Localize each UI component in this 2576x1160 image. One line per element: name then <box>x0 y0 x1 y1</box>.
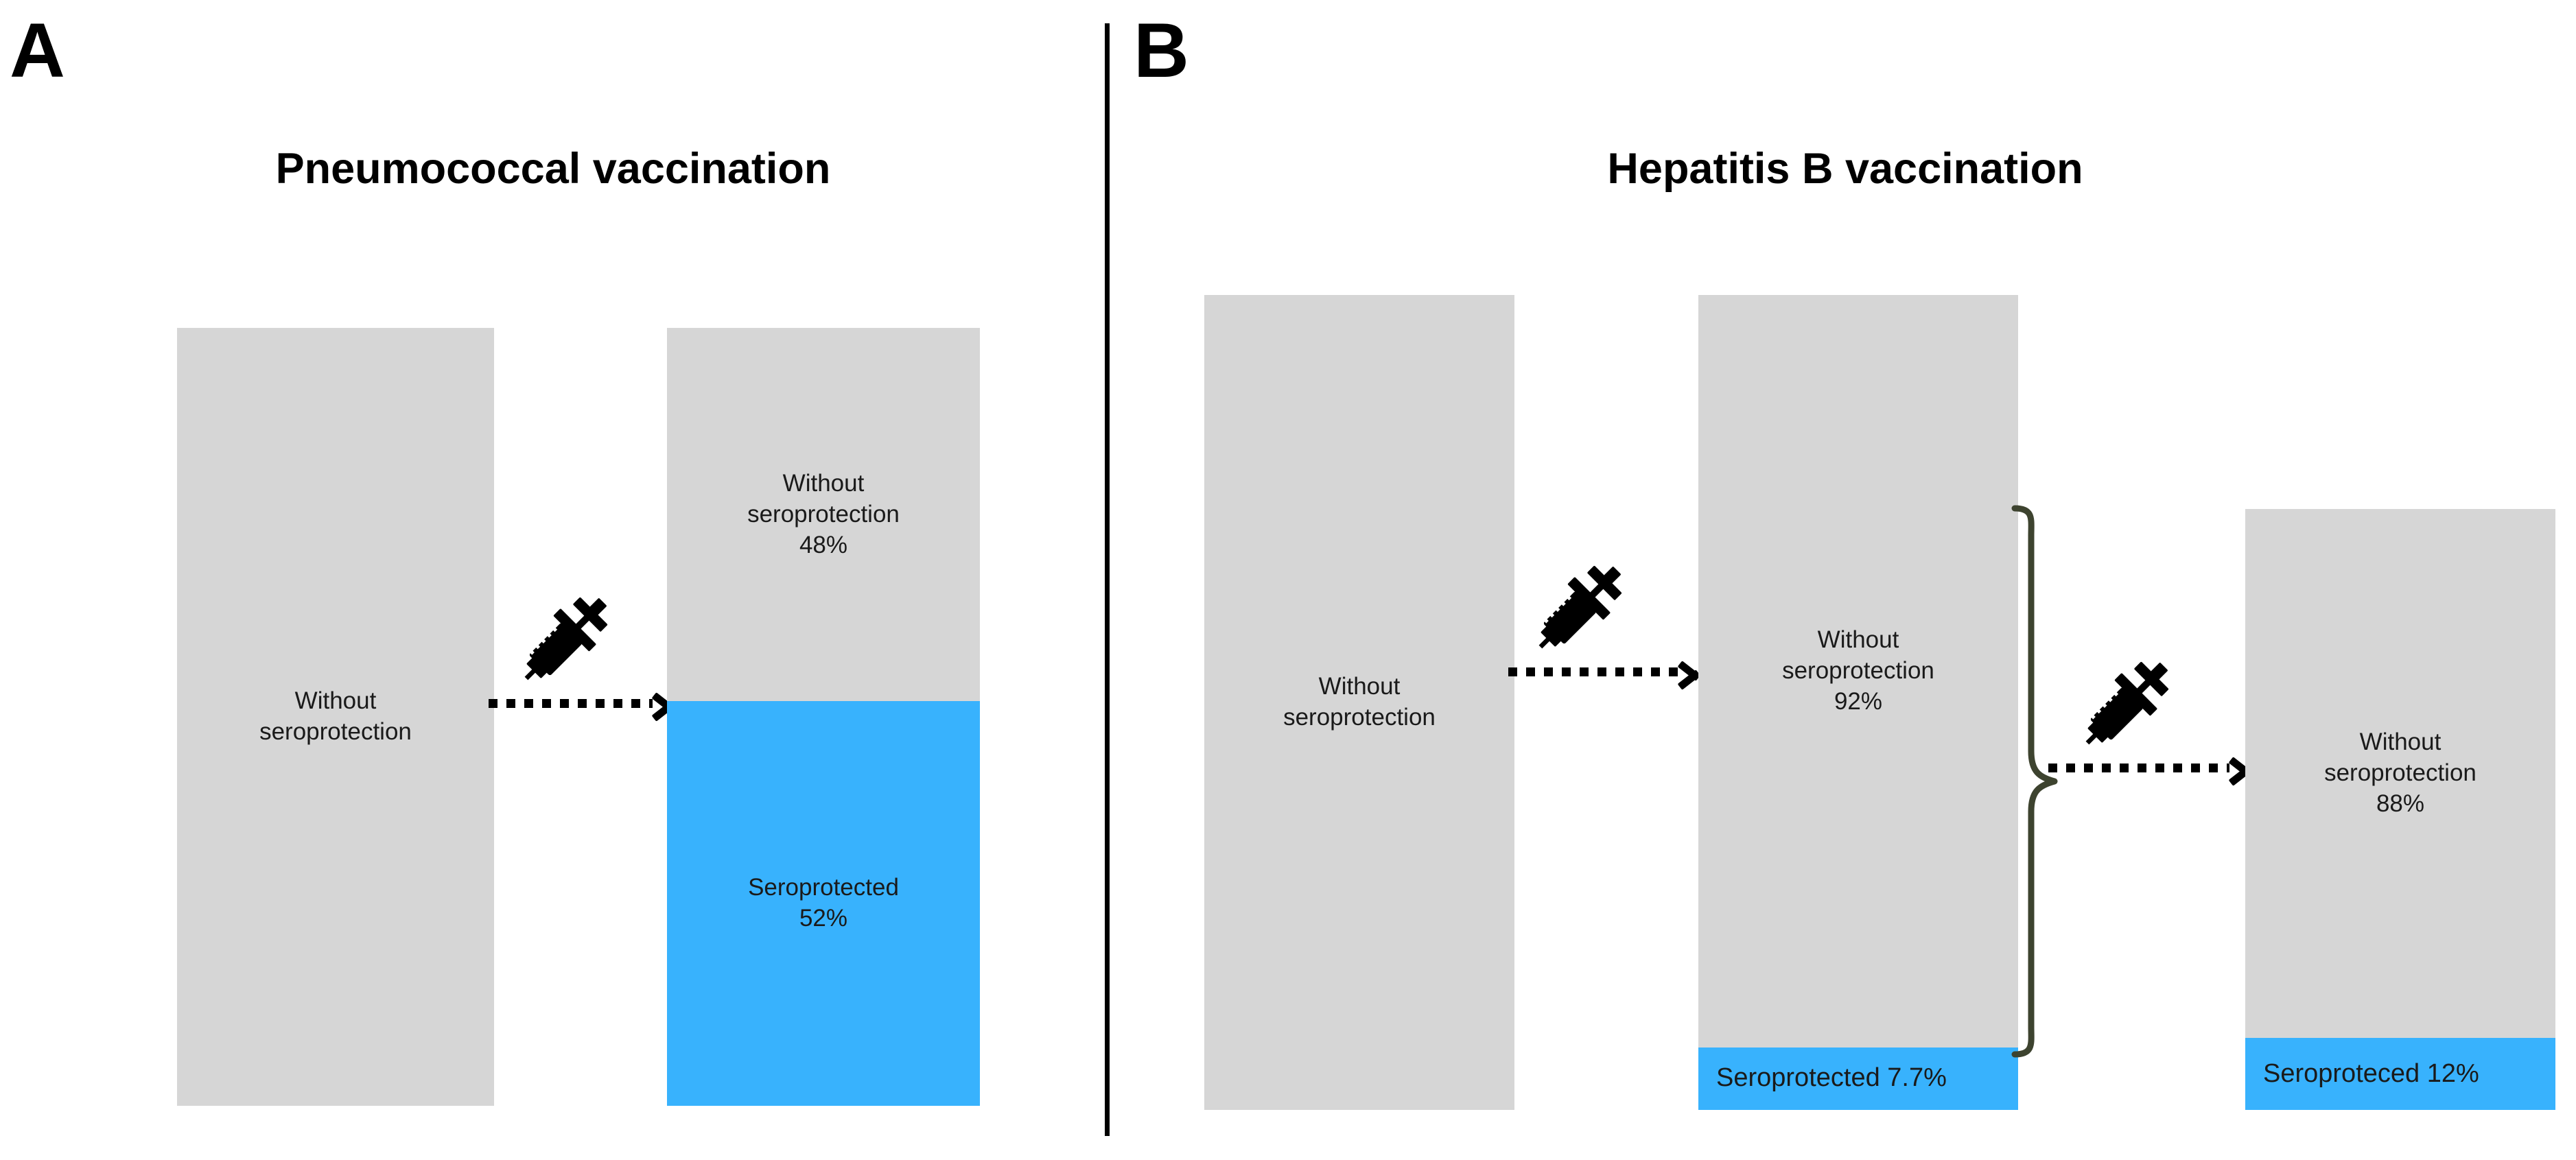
vaccination-arrow-a <box>489 698 677 708</box>
bar-b-after-revaccination: Without seroprotection 88% Seroproteced … <box>2245 509 2555 1110</box>
panel-title-pneumococcal: Pneumococcal vaccination <box>275 145 831 193</box>
panel-title-hepatitis-b: Hepatitis B vaccination <box>1607 145 2083 193</box>
syringe-icon <box>522 597 608 680</box>
segment-label: Without seroprotection 48% <box>747 469 900 558</box>
segment-label: Without seroprotection 92% <box>1782 626 1934 715</box>
bar-a-baseline: Without seroprotection <box>177 328 494 1106</box>
dashed-line <box>489 698 653 708</box>
panel-letter-a: A <box>10 8 65 93</box>
syringe-icon <box>2083 661 2169 745</box>
segment-label: Without seroprotection <box>1283 673 1436 731</box>
segment-label: Without seroprotection <box>259 687 412 745</box>
bar-a-post-vaccination: Without seroprotection 48% Seroprotected… <box>667 328 980 1106</box>
segment-seroprotected: Seroproteced 12% <box>2245 1037 2555 1110</box>
segment-label: Seroproteced 12% <box>2263 1058 2479 1088</box>
bar-b-after-first-series: Without seroprotection 92% Seroprotected… <box>1698 295 2018 1110</box>
panel-divider <box>1105 23 1110 1136</box>
segment-without-seroprotection: Without seroprotection 92% <box>1698 295 2018 1047</box>
segment-without-seroprotection: Without seroprotection <box>177 328 494 1106</box>
vaccination-arrow-b2 <box>2048 763 2254 772</box>
segment-without-seroprotection: Without seroprotection <box>1204 295 1514 1110</box>
segment-label: Seroprotected 52% <box>748 874 899 932</box>
bar-b-baseline: Without seroprotection <box>1204 295 1514 1110</box>
dashed-line <box>2048 763 2229 772</box>
vaccination-arrow-b1 <box>1508 667 1703 676</box>
panel-letter-b: B <box>1134 8 1189 93</box>
segment-without-seroprotection: Without seroprotection 48% <box>667 328 980 702</box>
syringe-icon <box>1536 565 1622 649</box>
segment-label: Without seroprotection 88% <box>2324 729 2477 817</box>
dashed-line <box>1508 667 1678 676</box>
segment-seroprotected: Seroprotected 7.7% <box>1698 1047 2018 1110</box>
grouping-brace-icon <box>2011 505 2058 1058</box>
segment-label: Seroprotected 7.7% <box>1716 1063 1947 1093</box>
segment-without-seroprotection: Without seroprotection 88% <box>2245 509 2555 1038</box>
segment-seroprotected: Seroprotected 52% <box>667 701 980 1106</box>
